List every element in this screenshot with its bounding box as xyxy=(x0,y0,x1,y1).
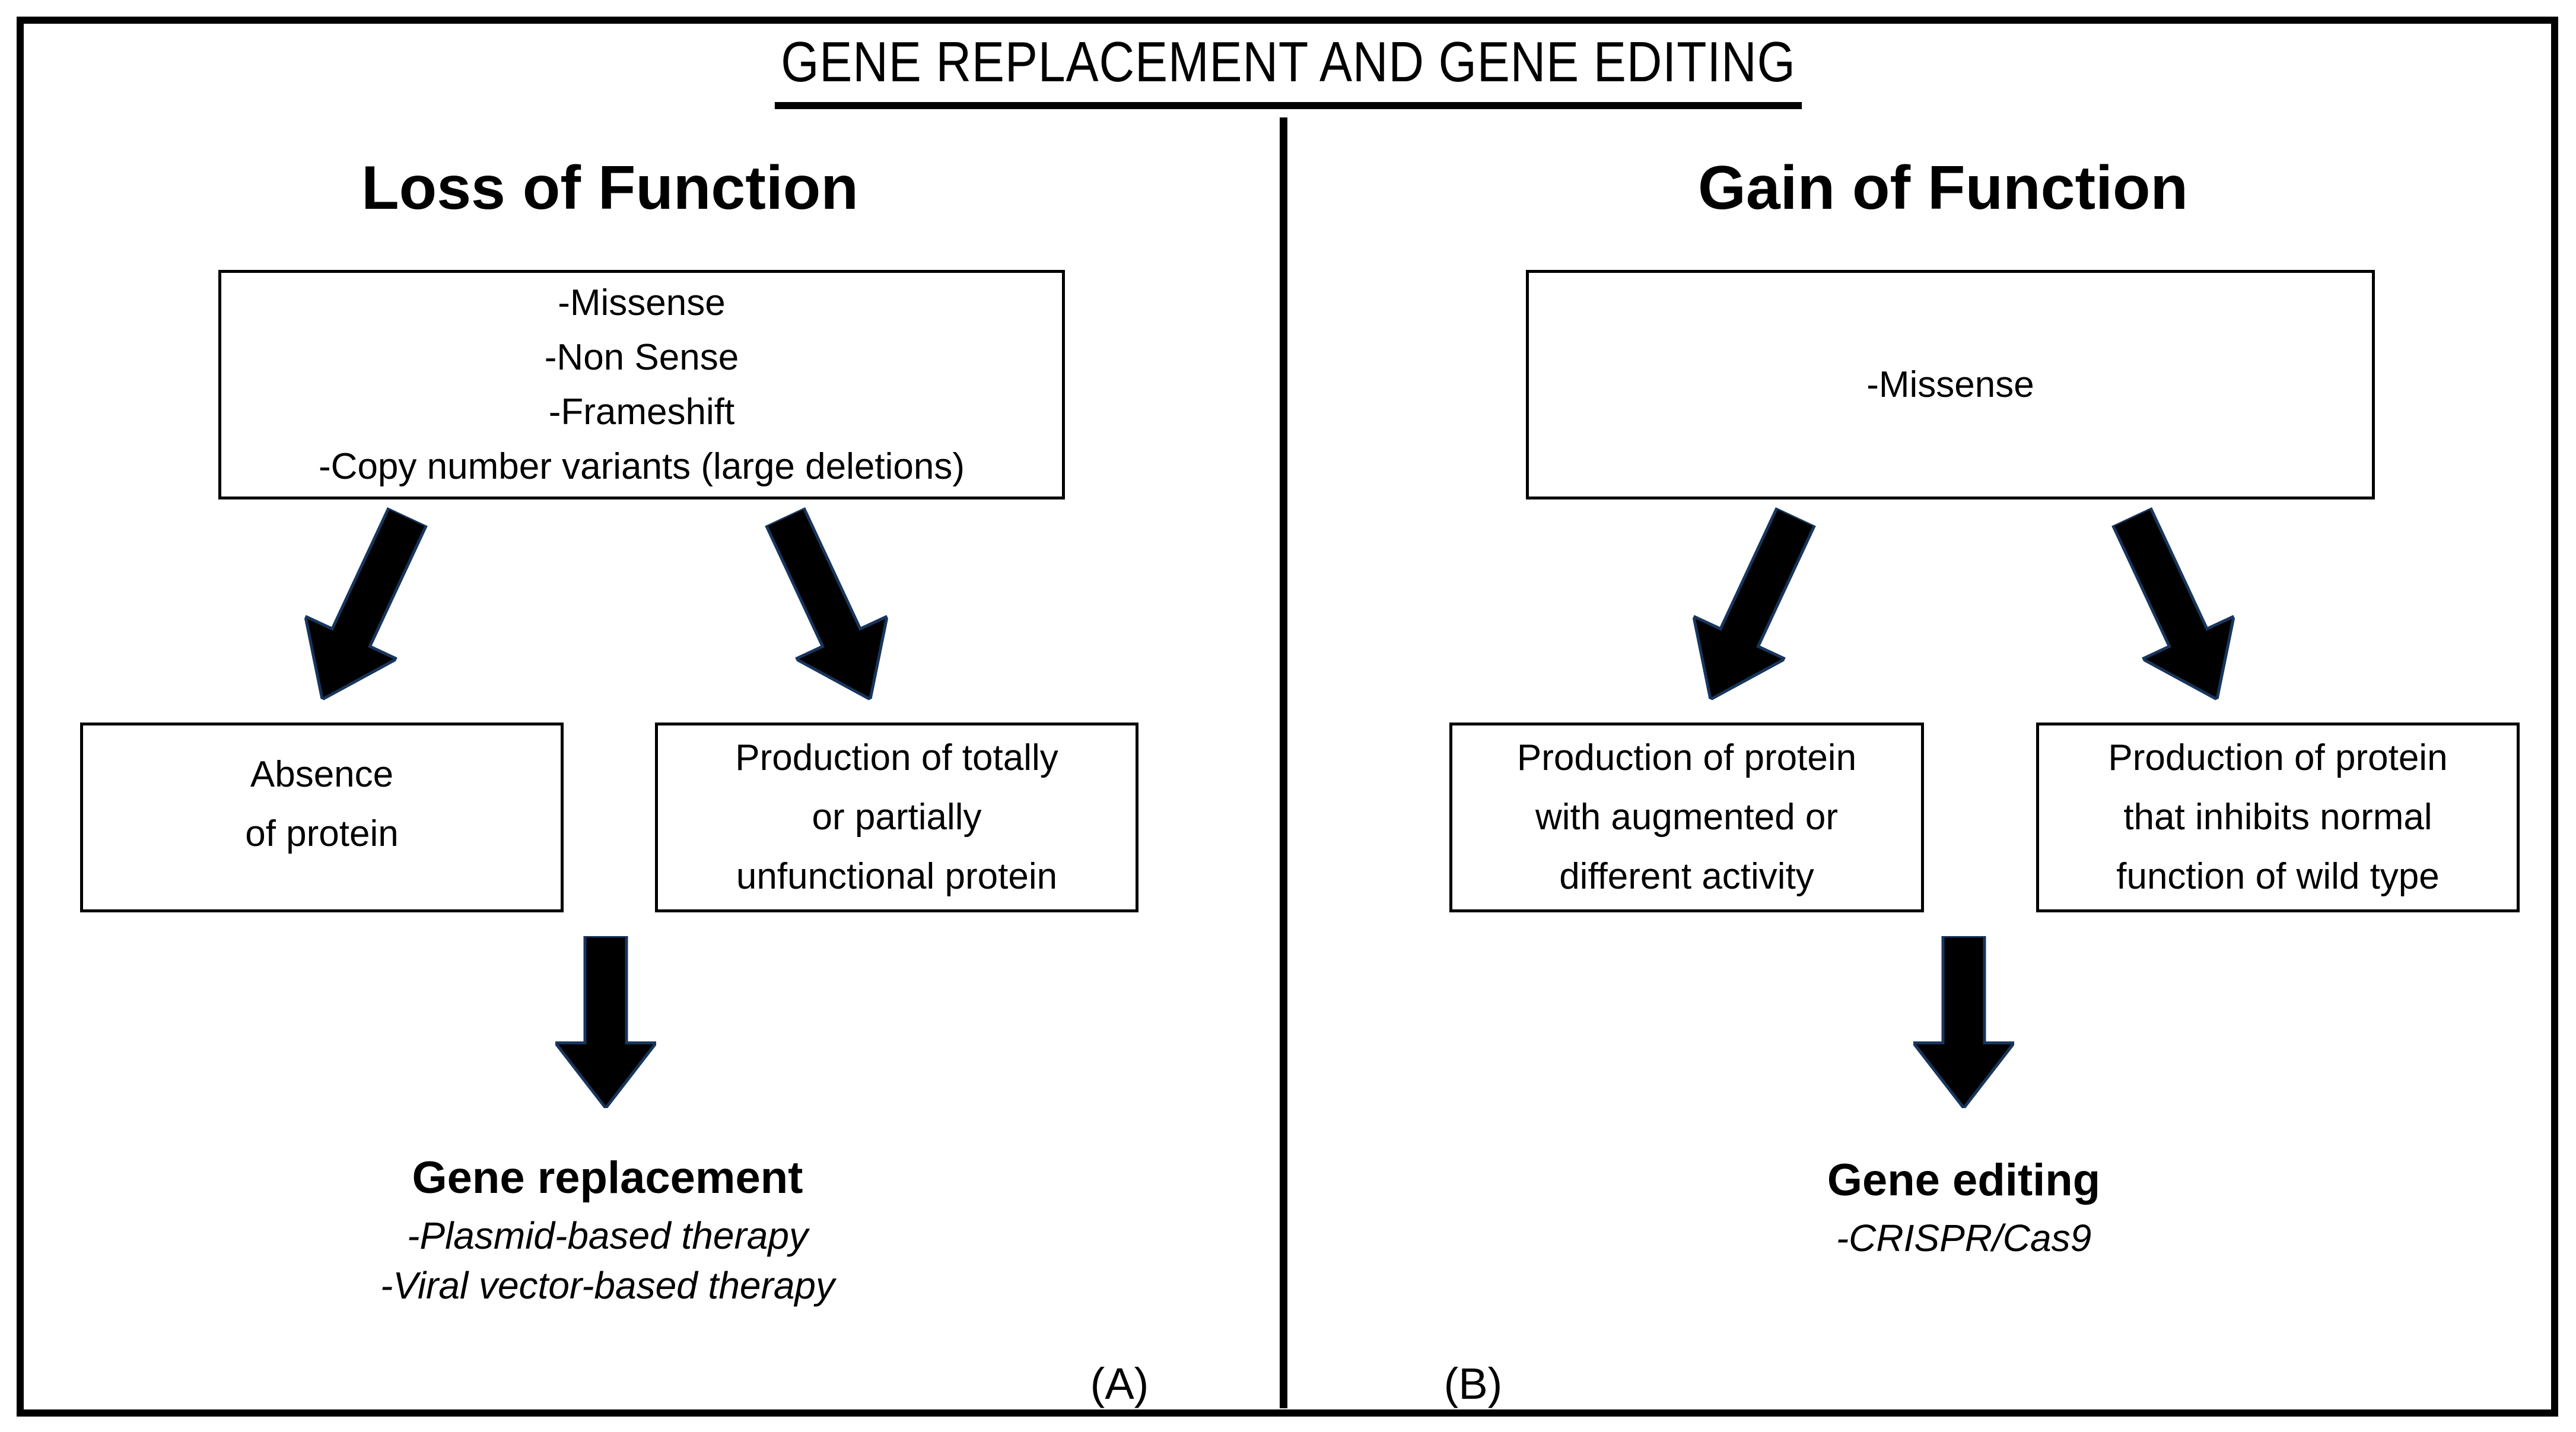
inhibits-wild-type-box: Production of protein that inhibits norm… xyxy=(2036,723,2520,912)
block-arrow-down-icon xyxy=(555,936,656,1108)
mutation-type-line: -Missense xyxy=(1866,364,2034,405)
panel-b-label: (B) xyxy=(1443,1359,1503,1408)
outcome-line: Production of protein xyxy=(2108,737,2448,778)
block-arrow-down-left-icon xyxy=(1691,505,1817,702)
block-arrow-down-icon xyxy=(1913,936,2014,1108)
outcome-line: of protein xyxy=(245,813,399,854)
mutation-type-line: -Frameshift xyxy=(548,391,735,432)
therapy-item: -Viral vector-based therapy xyxy=(380,1264,835,1307)
outcome-line: different activity xyxy=(1559,856,1814,897)
mutation-type-line: -Missense xyxy=(558,282,726,323)
outcome-line: with augmented or xyxy=(1535,797,1839,838)
absence-of-protein-box: Absence of protein xyxy=(80,723,564,912)
panel-divider xyxy=(1280,117,1287,1408)
therapy-item: -Plasmid-based therapy xyxy=(407,1214,808,1257)
outcome-line: Production of protein xyxy=(1516,737,1857,778)
block-arrow-down-right-icon xyxy=(2111,505,2236,702)
outcome-line: that inhibits normal xyxy=(2123,797,2432,838)
outcome-line: Production of totally xyxy=(735,737,1058,778)
block-arrow-down-left-icon xyxy=(303,505,428,702)
title-container: GENE REPLACEMENT AND GENE EDITING xyxy=(0,30,2576,109)
outcome-line: or partially xyxy=(812,797,982,838)
augmented-activity-box: Production of protein with augmented or … xyxy=(1449,723,1924,912)
outcome-line: unfunctional protein xyxy=(736,856,1058,897)
loss-mutation-types-box: -Missense -Non Sense -Frameshift -Copy n… xyxy=(218,270,1065,499)
loss-of-function-heading: Loss of Function xyxy=(361,154,858,222)
diagram-title: GENE REPLACEMENT AND GENE EDITING xyxy=(774,30,1802,109)
mutation-type-line: -Non Sense xyxy=(544,336,739,378)
outcome-line: function of wild type xyxy=(2116,856,2440,897)
gene-editing-heading: Gene editing xyxy=(1827,1155,2101,1205)
panel-a-label: (A) xyxy=(1090,1359,1149,1408)
outer-border xyxy=(17,17,2558,1417)
therapy-item: -CRISPR/Cas9 xyxy=(1836,1217,2092,1259)
unfunctional-protein-box: Production of totally or partially unfun… xyxy=(655,723,1138,912)
gene-replacement-heading: Gene replacement xyxy=(412,1153,803,1203)
mutation-type-line: -Copy number variants (large deletions) xyxy=(319,445,965,487)
gain-of-function-heading: Gain of Function xyxy=(1697,154,2189,222)
outcome-line: Absence xyxy=(250,753,394,795)
block-arrow-down-right-icon xyxy=(764,505,889,702)
gain-mutation-types-box: -Missense xyxy=(1526,270,2375,499)
